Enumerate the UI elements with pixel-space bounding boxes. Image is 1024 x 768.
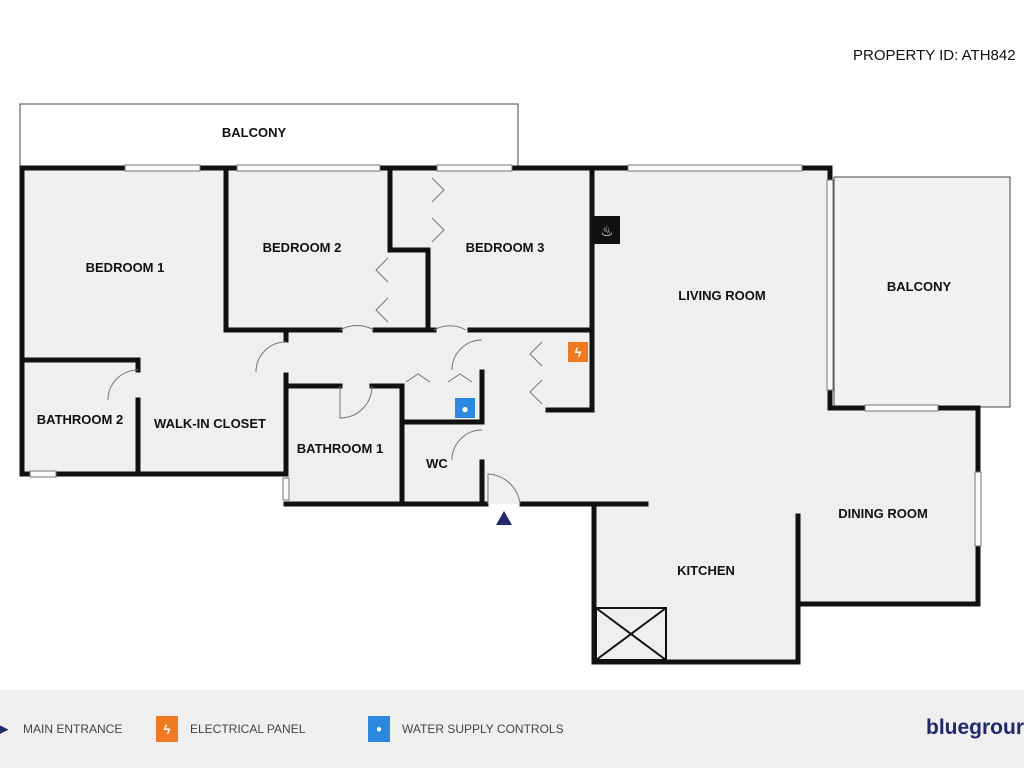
legend-bar: ▶ MAIN ENTRANCE ϟ ELECTRICAL PANEL ● WAT… bbox=[0, 690, 1024, 768]
property-id: PROPERTY ID: ATH842 bbox=[853, 47, 1016, 64]
room-label: BEDROOM 2 bbox=[263, 240, 342, 255]
room-label: WC bbox=[426, 456, 448, 471]
svg-text:●: ● bbox=[461, 402, 468, 416]
electrical-panel-icon: ϟ bbox=[156, 716, 178, 742]
fireplace-icon bbox=[594, 216, 620, 244]
room-label: BALCONY bbox=[222, 125, 287, 140]
room-label: BEDROOM 3 bbox=[466, 240, 545, 255]
room-label: WALK-IN CLOSET bbox=[154, 416, 266, 431]
room-label: DINING ROOM bbox=[838, 506, 928, 521]
windows bbox=[29, 164, 982, 547]
main-entrance-arrow-icon bbox=[496, 511, 512, 525]
room-label: LIVING ROOM bbox=[678, 288, 765, 303]
room-label: BATHROOM 1 bbox=[297, 441, 383, 456]
kitchen-shaft bbox=[595, 607, 667, 661]
room-label: BALCONY bbox=[887, 279, 952, 294]
flame-glyph: ♨ bbox=[601, 223, 614, 239]
legend-item-electrical-panel: ϟ ELECTRICAL PANEL bbox=[156, 690, 305, 768]
balcony-right bbox=[833, 176, 1011, 408]
svg-text:ϟ: ϟ bbox=[575, 345, 582, 360]
main-entrance-arrow-icon: ▶ bbox=[0, 721, 8, 736]
balcony-top bbox=[19, 103, 519, 167]
walls bbox=[19, 165, 981, 665]
legend-item-main-entrance: ▶ MAIN ENTRANCE bbox=[0, 690, 122, 768]
electrical-panel-icon bbox=[568, 342, 588, 362]
apartment-floor bbox=[22, 168, 978, 662]
room-label: BATHROOM 2 bbox=[37, 412, 123, 427]
doors bbox=[107, 177, 543, 505]
legend-item-water-supply: ● WATER SUPPLY CONTROLS bbox=[368, 690, 564, 768]
brand-logo: bluegrour bbox=[926, 716, 1024, 739]
room-label: KITCHEN bbox=[677, 563, 735, 578]
room-label: BEDROOM 1 bbox=[86, 260, 165, 275]
water-supply-icon bbox=[455, 398, 475, 418]
floor-plan: ♨ ϟ ● BALCONY BEDROOM 1 BEDROOM 2 BEDROO… bbox=[19, 103, 1011, 665]
water-supply-icon: ● bbox=[368, 716, 390, 742]
